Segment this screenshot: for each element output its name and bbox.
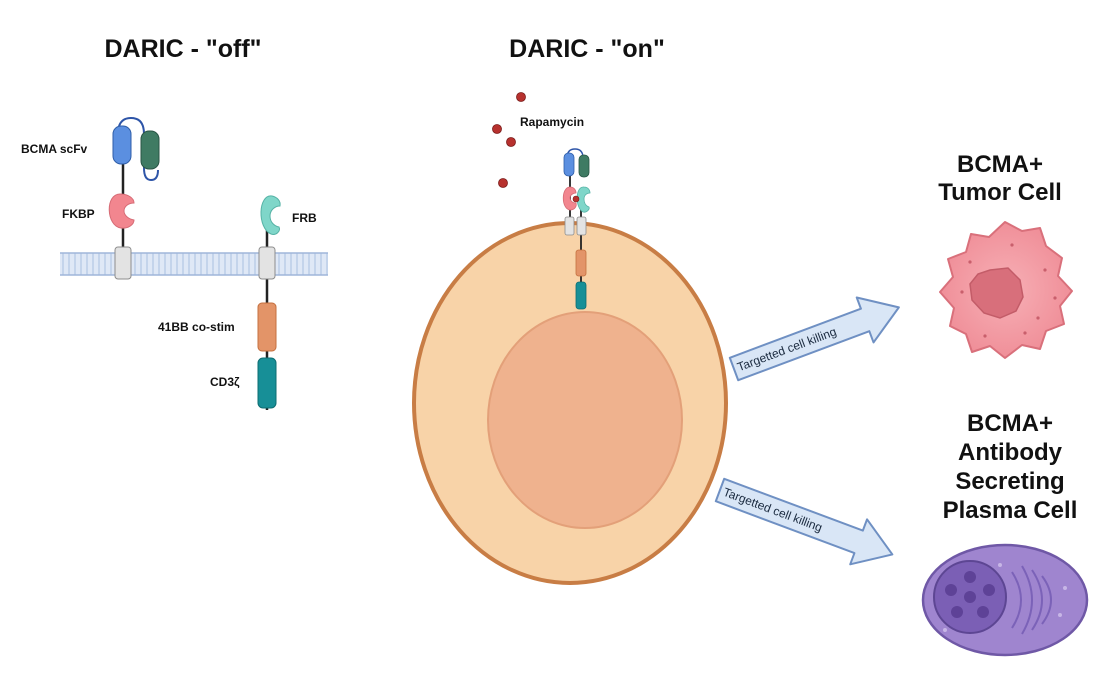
plasma-title-line-3: Secreting	[955, 468, 1064, 495]
label-fkbp: FKBP	[62, 207, 95, 221]
costim-41bb-domain	[257, 302, 277, 352]
label-bcma-scfv: BCMA scFv	[21, 142, 88, 156]
cd3z-domain	[257, 357, 277, 409]
fkbp-scfv-receptor	[108, 116, 160, 280]
frb-signaling-receptor	[257, 195, 281, 410]
tumor-target: BCMA+ Tumor Cell	[938, 151, 1073, 359]
tumor-title-line-1: BCMA+	[957, 151, 1043, 178]
t-cell-nucleus	[487, 311, 683, 529]
tumor-title-line-2: Tumor Cell	[938, 179, 1062, 206]
label-41bb-costim: 41BB co-stim	[158, 320, 235, 334]
plasma-target: BCMA+ Antibody Secreting Plasma Cell	[921, 410, 1089, 657]
plasma-title-line-1: BCMA+	[967, 410, 1053, 437]
arrow-to-plasma: Targetted cell killing	[714, 477, 894, 566]
frb-domain	[260, 195, 281, 235]
transmembrane-box-left	[114, 246, 132, 280]
daric-on-panel: Rapamycin	[412, 92, 728, 585]
daric-off-panel: BCMA scFv FKBP FRB 41BB co-stim CD3ζ	[21, 116, 328, 410]
plasma-er	[1011, 565, 1052, 635]
scfv-green-domain	[140, 130, 160, 170]
arrow-to-tumor: Targetted cell killing	[728, 296, 900, 382]
label-cd3z: CD3ζ	[210, 375, 240, 389]
label-frb: FRB	[292, 211, 317, 225]
rapamycin-molecules	[492, 92, 526, 188]
title-daric-on: DARIC - "on"	[509, 35, 665, 63]
scfv-blue-domain	[112, 125, 132, 165]
daric-dimer-complex	[562, 148, 591, 310]
title-daric-off: DARIC - "off"	[104, 35, 261, 63]
fkbp-domain	[108, 193, 135, 229]
transmembrane-box-right	[258, 246, 276, 280]
tumor-nucleus	[969, 267, 1024, 319]
plasma-title-line-2: Antibody	[958, 439, 1063, 466]
plasma-title-line-4: Plasma Cell	[943, 497, 1078, 524]
label-rapamycin: Rapamycin	[520, 115, 584, 129]
cell-membrane	[60, 253, 328, 275]
